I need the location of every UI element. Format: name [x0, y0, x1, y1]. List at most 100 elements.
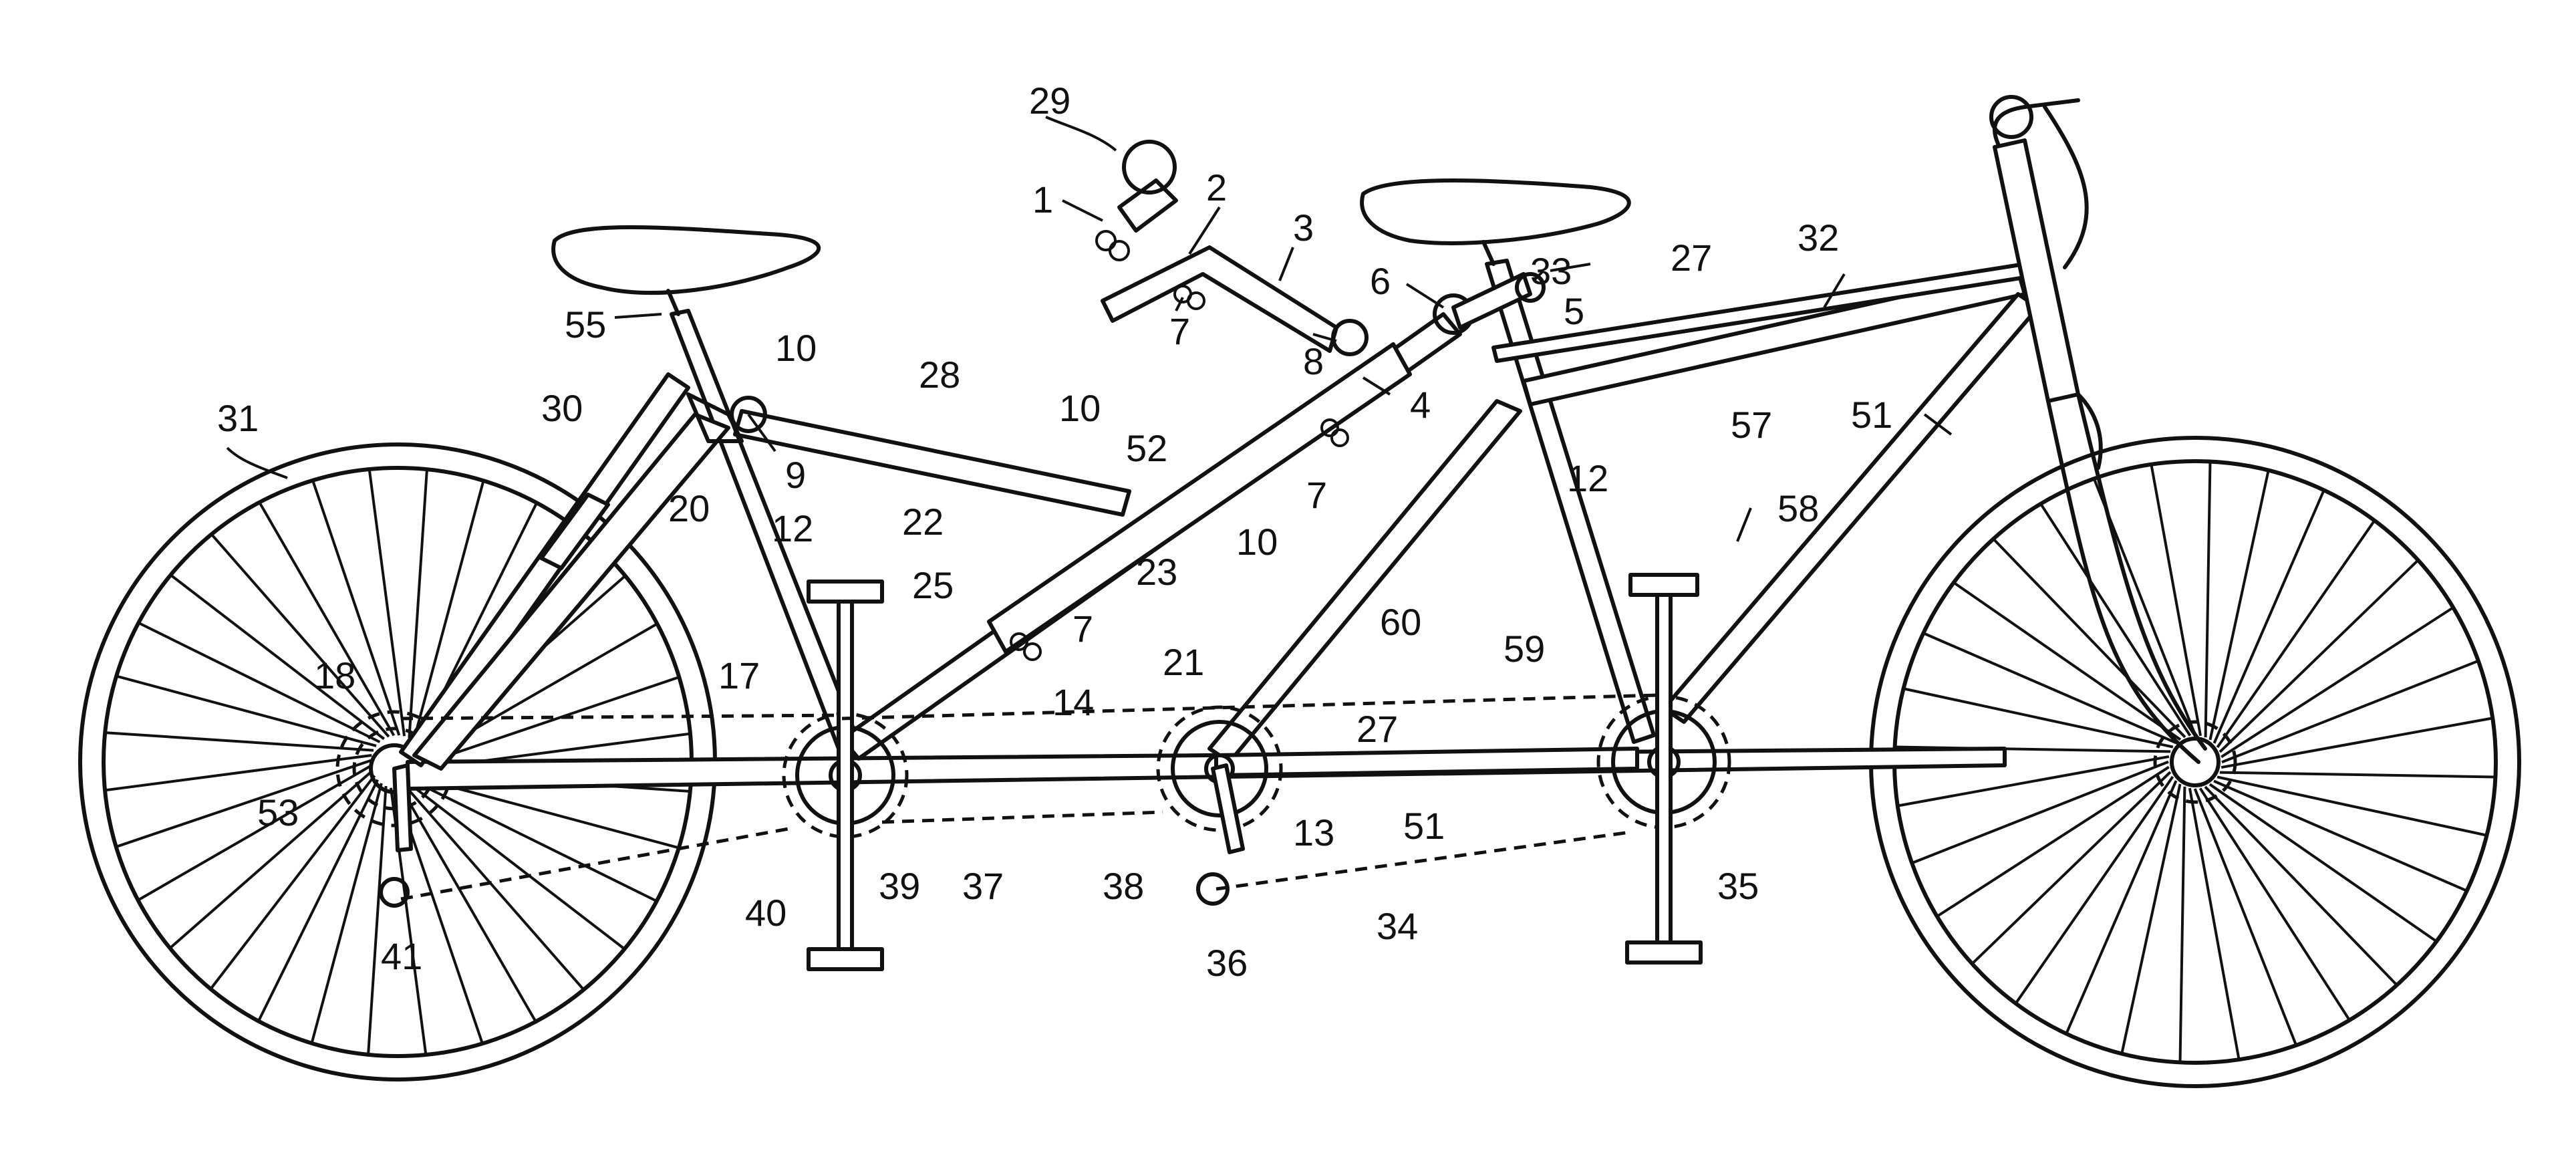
spoke	[2221, 717, 2493, 769]
spoke	[169, 769, 374, 950]
spoke	[405, 786, 585, 991]
spoke	[1903, 687, 2174, 749]
label-8: 8	[1303, 340, 1324, 382]
label-30: 30	[541, 387, 583, 429]
spoke	[1922, 632, 2177, 745]
label-10b: 10	[1059, 387, 1101, 429]
label-41: 41	[381, 935, 422, 977]
spoke	[412, 480, 485, 741]
label-37: 37	[962, 865, 1004, 907]
spoke	[2219, 771, 2496, 779]
reference-labels: 29 1 2 3 7 8 6 33 5 27 32 4 57 51 55 10 …	[217, 80, 1892, 984]
spoke	[209, 775, 376, 990]
spoke	[424, 676, 680, 765]
label-13: 13	[1293, 811, 1334, 854]
spoke	[368, 469, 406, 737]
spoke	[2039, 503, 2192, 737]
spoke	[1936, 765, 2170, 918]
label-7b: 7	[1306, 474, 1327, 516]
label-18: 18	[314, 654, 355, 696]
spoke	[1953, 581, 2182, 741]
spoke	[2216, 775, 2487, 837]
label-21: 21	[1163, 641, 1204, 683]
spoke	[1992, 537, 2186, 739]
chains	[400, 693, 1658, 901]
pivot-5	[1515, 272, 1546, 303]
label-9: 9	[785, 454, 806, 496]
chainring-21	[1156, 705, 1283, 832]
arm-23	[987, 342, 1412, 654]
label-51a: 51	[1851, 394, 1892, 436]
label-27a: 27	[1671, 237, 1712, 279]
label-10c: 10	[1236, 521, 1278, 563]
attachment-arm-assembly	[730, 140, 1546, 661]
arm-3	[1101, 245, 1338, 353]
label-12b: 12	[1567, 457, 1608, 499]
rear-saddle	[551, 225, 821, 295]
spoke	[2204, 785, 2398, 987]
spoke	[2208, 470, 2270, 741]
spoke	[311, 480, 401, 736]
spoke	[2219, 559, 2420, 753]
spoke	[2014, 775, 2174, 1005]
label-34: 34	[1377, 905, 1418, 947]
spoke	[410, 783, 625, 950]
spoke	[138, 622, 381, 743]
label-59: 59	[1504, 628, 1545, 670]
label-17: 17	[718, 654, 760, 696]
spoke	[1897, 755, 2170, 807]
spoke	[2216, 519, 2376, 749]
label-22: 22	[902, 501, 944, 543]
spoke	[137, 764, 372, 902]
spoke	[116, 674, 377, 747]
label-40: 40	[745, 892, 786, 934]
rear-stay-assembly	[412, 392, 744, 771]
pivot-9	[730, 396, 767, 433]
spoke	[2208, 783, 2438, 943]
spoke	[2188, 787, 2241, 1060]
label-12a: 12	[772, 507, 813, 549]
label-60: 60	[1380, 601, 1421, 643]
label-20: 20	[668, 487, 710, 529]
label-25: 25	[912, 564, 954, 606]
label-53: 53	[257, 791, 299, 833]
saddles	[551, 178, 1631, 316]
label-7c: 7	[1072, 608, 1093, 650]
label-3: 3	[1293, 207, 1314, 249]
spoke	[2212, 489, 2325, 744]
front-wheel	[1869, 436, 2521, 1088]
label-36: 36	[1206, 942, 1248, 984]
label-29: 29	[1029, 80, 1070, 122]
spoke	[310, 783, 383, 1044]
spoke	[1971, 771, 2172, 965]
spoke	[414, 781, 658, 902]
spoke	[257, 779, 379, 1022]
label-52: 52	[1126, 427, 1167, 469]
label-58: 58	[1777, 487, 1819, 529]
label-39: 39	[879, 865, 920, 907]
label-32: 32	[1798, 217, 1839, 259]
leader-lines	[226, 116, 1953, 542]
front-hub	[2170, 737, 2221, 787]
spoke	[116, 759, 372, 848]
spoke	[210, 533, 390, 738]
spoke	[367, 785, 388, 1055]
spoke	[2150, 464, 2202, 737]
label-28: 28	[919, 354, 960, 396]
rear-wheel	[78, 442, 717, 1081]
label-35: 35	[1717, 865, 1759, 907]
spoke	[105, 731, 374, 752]
spoke	[170, 573, 385, 741]
label-14: 14	[1052, 681, 1094, 723]
label-4: 4	[1410, 384, 1431, 426]
spoke	[2120, 783, 2182, 1054]
label-23: 23	[1136, 551, 1177, 593]
spoke	[2213, 779, 2468, 892]
label-33: 33	[1530, 250, 1572, 292]
spoke	[2204, 461, 2212, 738]
spoke	[2198, 787, 2351, 1021]
label-5: 5	[1564, 290, 1584, 332]
label-10a: 10	[775, 327, 817, 369]
front-wheel-spokes	[1894, 461, 2496, 1063]
